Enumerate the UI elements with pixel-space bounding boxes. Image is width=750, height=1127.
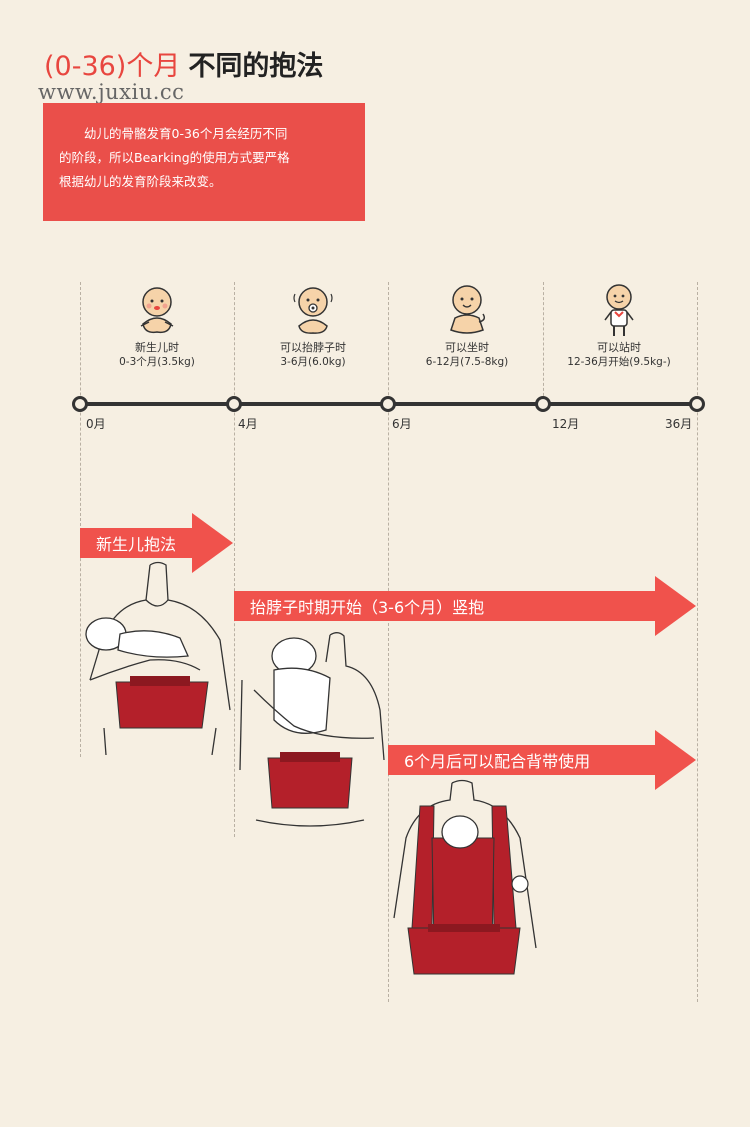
stage-neck-control: 可以抬脖子时 3-6月(6.0kg) [258, 282, 368, 370]
page-title: (0-36)个月不同的抱法 [44, 50, 323, 84]
month-label: 0月 [86, 417, 106, 431]
timeline-node-4m [226, 396, 242, 412]
stage-detail: 3-6月(6.0kg) [280, 356, 346, 368]
upright-hold-illustration [239, 632, 385, 827]
title-main: 不同的抱法 [188, 51, 324, 82]
sitting-baby-icon [450, 285, 486, 334]
divider-4m [234, 282, 235, 837]
timeline-node-36m [689, 396, 705, 412]
stage-sitting: 可以坐时 6-12月(7.5-8kg) [412, 282, 522, 370]
divider-6m [388, 282, 389, 1002]
stage-detail: 12-36月开始(9.5kg-) [567, 356, 671, 368]
stage-label: 可以坐时 [445, 341, 489, 354]
stage-label: 可以抬脖子时 [280, 341, 346, 354]
arrow-head-icon [192, 513, 233, 573]
divider-0m [80, 282, 81, 757]
timeline-node-12m [535, 396, 551, 412]
upright-hold-arrow: 抬脖子时期开始（3-6个月）竖抱 [234, 576, 696, 636]
timeline-node-0m [72, 396, 88, 412]
month-label: 36月 [665, 417, 693, 431]
stage-newborn: 新生儿时 0-3个月(3.5kg) [102, 282, 212, 370]
timeline-node-6m [380, 396, 396, 412]
arrow-label: 抬脖子时期开始（3-6个月）竖抱 [234, 591, 656, 621]
month-label: 4月 [238, 417, 258, 431]
newborn-baby-icon [140, 287, 174, 334]
month-label: 6月 [392, 417, 412, 431]
stage-detail: 6-12月(7.5-8kg) [425, 356, 509, 368]
arrow-head-icon [655, 730, 696, 790]
title-age-range: (0-36)个月 [44, 51, 181, 82]
divider-36m [697, 282, 698, 1002]
newborn-hold-arrow: 新生儿抱法 [80, 513, 233, 573]
watermark-text: www.juxiu.cc [38, 80, 185, 104]
divider-12m [543, 282, 544, 406]
stage-label: 新生儿时 [135, 341, 179, 354]
arrow-label: 6个月后可以配合背带使用 [388, 745, 656, 775]
intro-line-1: 幼儿的骨骼发育0-36个月会经历不同 [84, 126, 288, 141]
stage-detail: 0-3个月(3.5kg) [119, 356, 195, 368]
newborn-cradle-hold-illustration [85, 561, 231, 755]
intro-line-3: 根据幼儿的发育阶段来改变。 [59, 174, 222, 189]
arrow-head-icon [655, 576, 696, 636]
intro-box: 幼儿的骨骼发育0-36个月会经历不同 的阶段，所以Bearking的使用方式要严… [43, 103, 365, 221]
month-label: 12月 [552, 417, 580, 431]
standing-baby-icon [604, 284, 634, 336]
pacifier-baby-icon [293, 287, 333, 334]
carrier-use-arrow: 6个月后可以配合背带使用 [388, 730, 696, 790]
carrier-backpack-illustration [393, 779, 537, 975]
intro-line-2: 的阶段，所以Bearking的使用方式要严格 [59, 150, 290, 165]
stage-label: 可以站时 [597, 341, 641, 354]
arrow-label: 新生儿抱法 [80, 528, 193, 558]
stage-standing: 可以站时 12-36月开始(9.5kg-) [564, 282, 674, 370]
